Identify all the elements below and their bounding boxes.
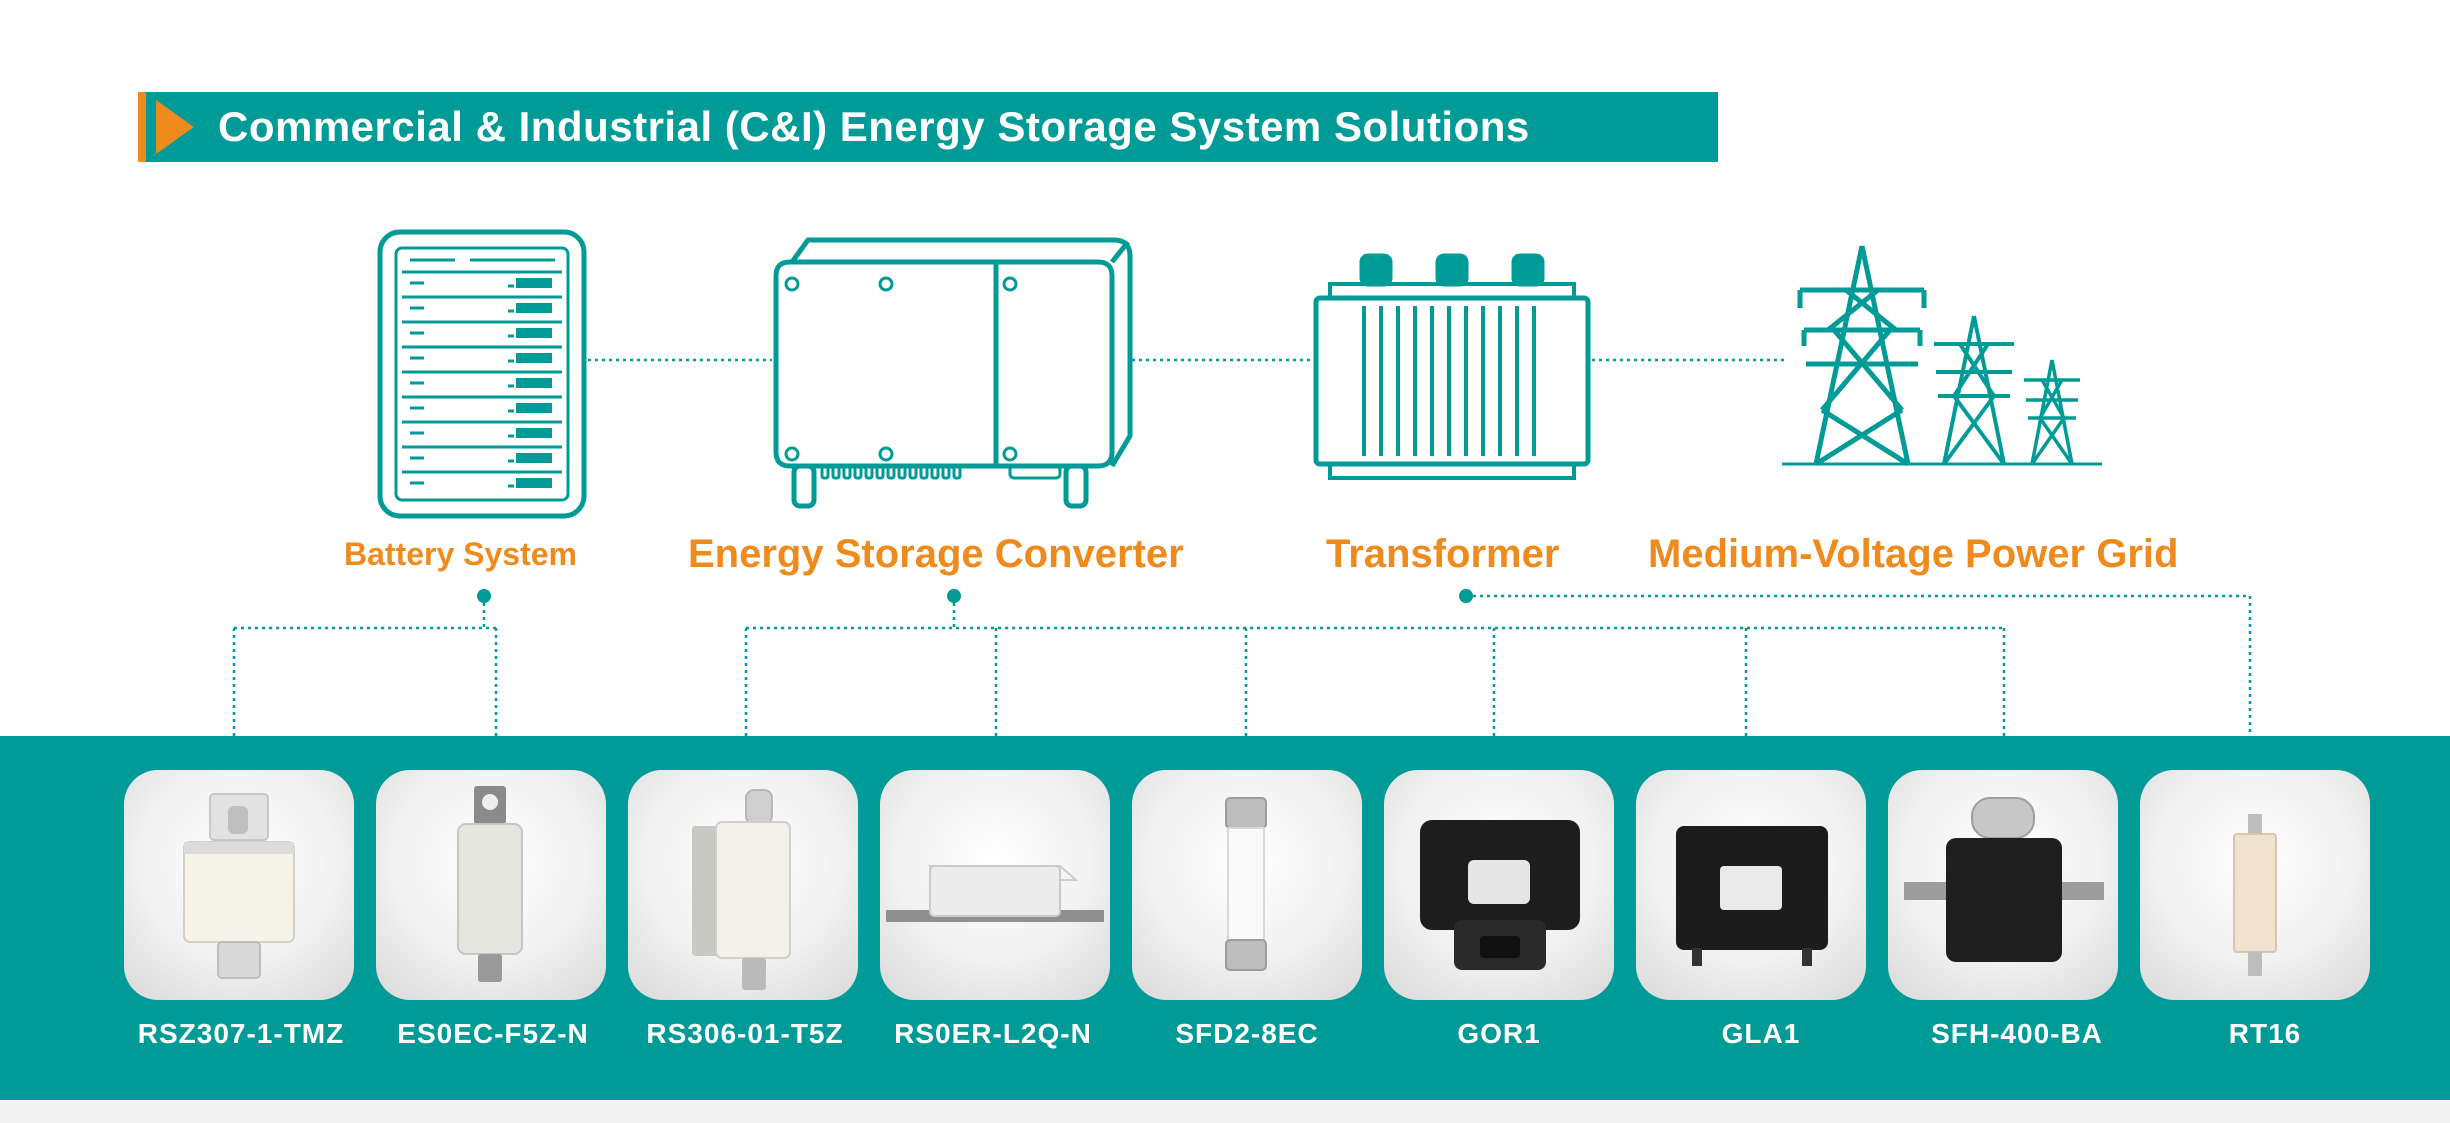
product-image-gla1 — [1636, 770, 1866, 1000]
product-label-rs0er: RS0ER-L2Q-N — [894, 1018, 1092, 1049]
product-label-sfh400: SFH-400-BA — [1931, 1018, 2103, 1049]
product-image-sfh400 — [1888, 770, 2118, 1000]
product-label-rsz307: RSZ307-1-TMZ — [137, 1018, 345, 1049]
product-connectors — [232, 594, 2252, 736]
banner-accent-bar — [138, 92, 146, 162]
product-image-rt16 — [2140, 770, 2370, 1000]
battery-system-label: Battery System — [344, 536, 577, 572]
connector-dots — [477, 589, 1473, 603]
product-label-es0ec: ES0EC-F5Z-N — [397, 1018, 589, 1049]
product-label-sfd2: SFD2-8EC — [1175, 1018, 1319, 1049]
play-arrow-icon — [156, 100, 194, 154]
energy-storage-converter-label: Energy Storage Converter — [688, 532, 1184, 576]
product-image-sfd2 — [1132, 770, 1362, 1000]
product-image-es0ec — [376, 770, 606, 1000]
product-label-gla1: GLA1 — [1721, 1018, 1801, 1049]
power-grid-towers-icon — [1782, 245, 2102, 467]
transformer-label: Transformer — [1326, 532, 1560, 576]
product-image-rs0er — [880, 770, 1110, 1000]
page-title: Commercial & Industrial (C&I) Energy Sto… — [218, 103, 1530, 150]
product-label-rs306: RS306-01-T5Z — [646, 1018, 844, 1049]
product-image-gor1 — [1384, 770, 1614, 1000]
product-image-rs306 — [628, 770, 858, 1000]
product-label-rt16: RT16 — [2228, 1018, 2302, 1049]
product-label-gor1: GOR1 — [1457, 1018, 1541, 1049]
product-image-rsz307 — [124, 770, 354, 1000]
converter-cabinet-icon — [773, 237, 1133, 509]
transformer-icon — [1313, 253, 1591, 480]
title-banner — [138, 92, 1718, 162]
bottom-strip — [0, 1100, 2450, 1123]
battery-rack-icon — [377, 229, 587, 519]
medium-voltage-power-grid-label: Medium-Voltage Power Grid — [1648, 532, 2179, 576]
